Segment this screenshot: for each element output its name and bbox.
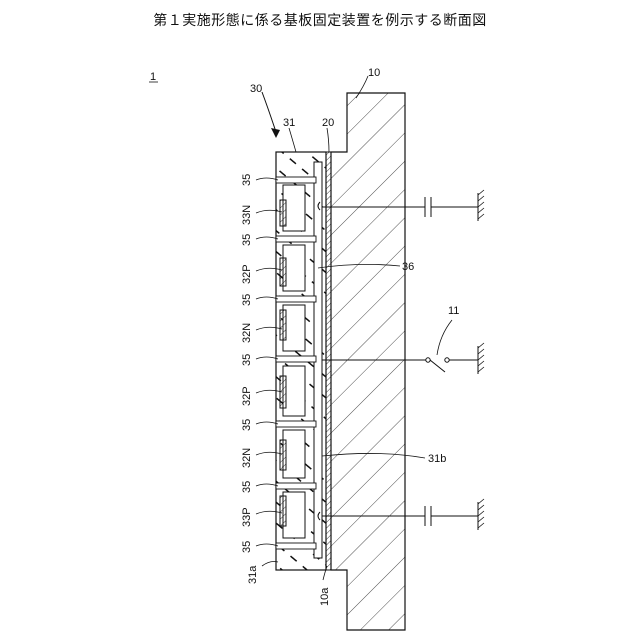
side-label: 33N bbox=[241, 205, 253, 225]
label-20: 20 bbox=[322, 117, 334, 129]
side-label: 35 bbox=[241, 354, 253, 366]
side-label: 35 bbox=[241, 541, 253, 553]
side-label: 35 bbox=[241, 234, 253, 246]
side-label: 32P bbox=[241, 386, 253, 406]
side-label-group: 35 33N 35 32P 35 32N 35 32P 35 32N 35 33… bbox=[241, 174, 253, 553]
side-label: 35 bbox=[241, 481, 253, 493]
side-label: 32P bbox=[241, 264, 253, 284]
side-label: 35 bbox=[241, 294, 253, 306]
label-10: 10 bbox=[368, 67, 380, 79]
side-label: 33P bbox=[241, 507, 253, 527]
electrode-32P bbox=[280, 258, 286, 286]
base-plate-10 bbox=[331, 93, 405, 630]
label-device: 1 bbox=[150, 71, 156, 83]
side-label: 32N bbox=[241, 323, 253, 343]
label-30: 30 bbox=[250, 83, 262, 95]
label-31a: 31a bbox=[247, 565, 259, 584]
electrode-32N bbox=[280, 310, 286, 340]
side-label: 32N bbox=[241, 448, 253, 468]
adhesive-layer-20 bbox=[326, 152, 331, 570]
side-label: 35 bbox=[241, 174, 253, 186]
electrode-33N bbox=[280, 200, 286, 226]
electrode-32N bbox=[280, 440, 286, 470]
electrode-33P bbox=[280, 496, 286, 526]
label-11: 11 bbox=[448, 305, 459, 317]
side-label: 35 bbox=[241, 419, 253, 431]
label-31: 31 bbox=[283, 117, 295, 129]
label-31b: 31b bbox=[428, 453, 446, 465]
label-36: 36 bbox=[402, 261, 414, 273]
label-10a: 10a bbox=[319, 587, 331, 606]
